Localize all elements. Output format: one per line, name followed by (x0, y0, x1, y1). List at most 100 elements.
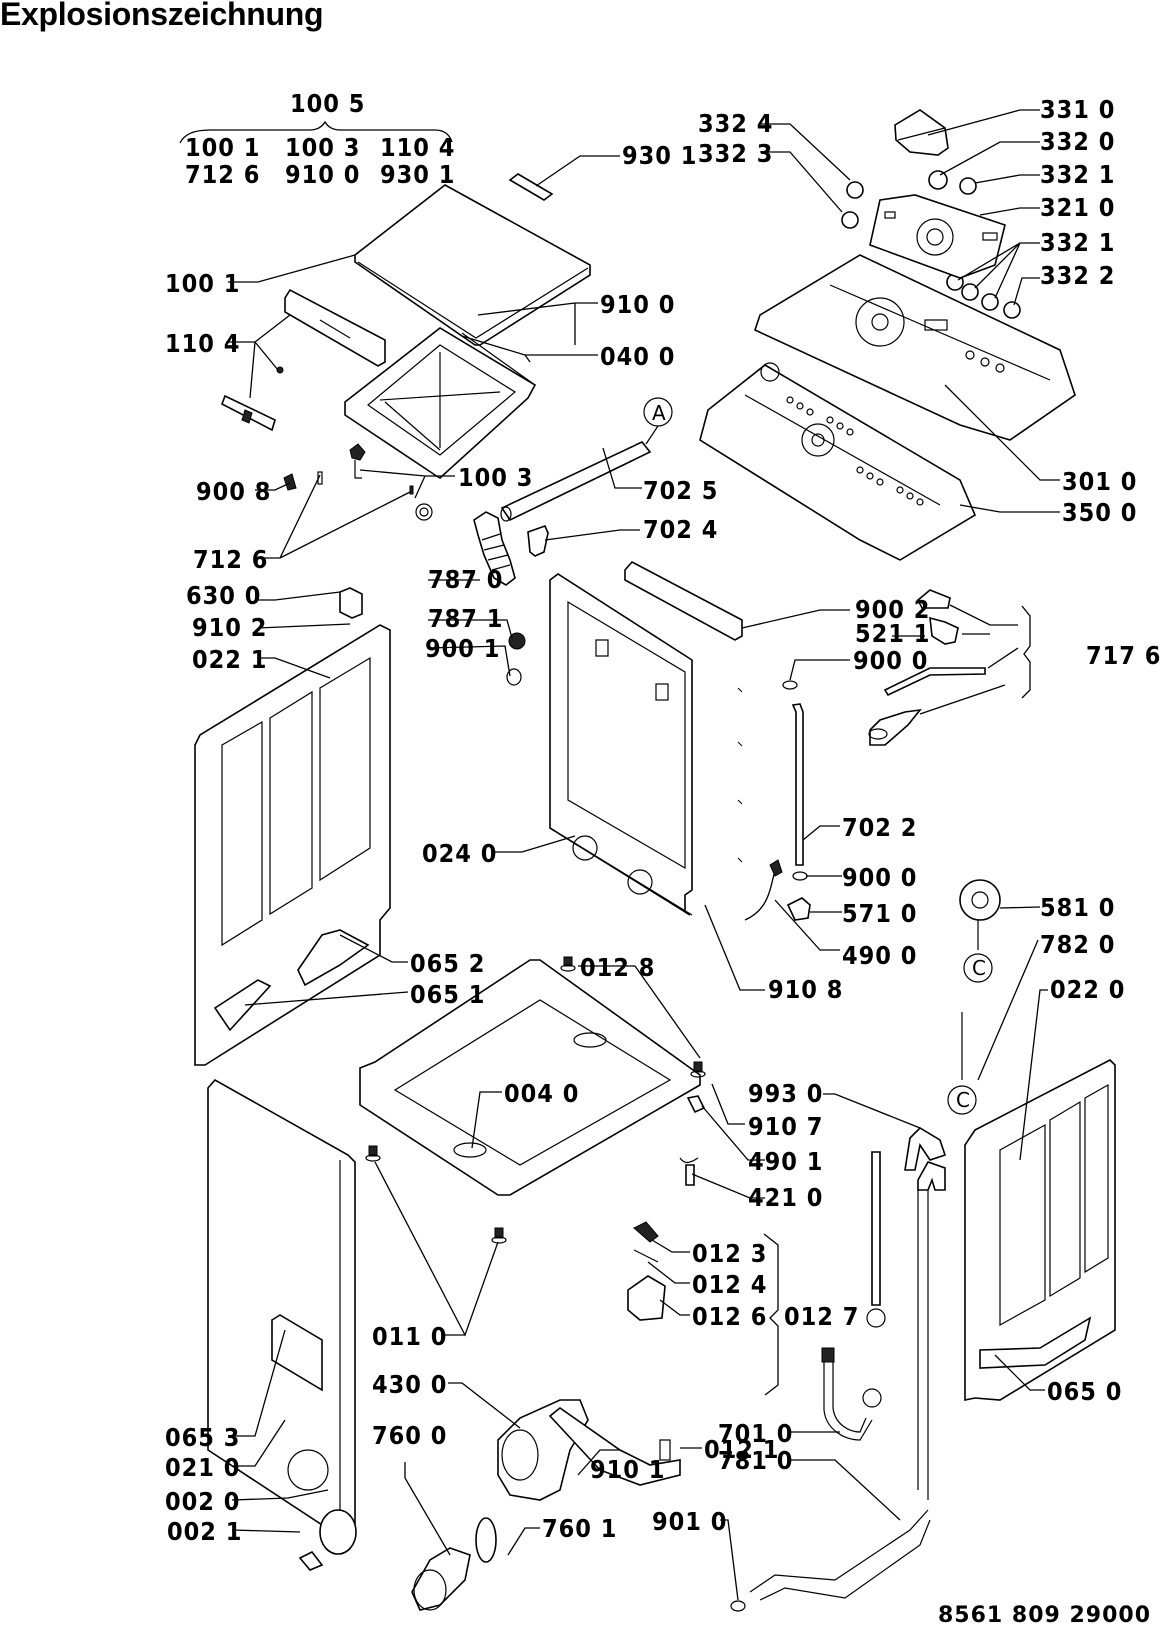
part-label: 065 3 (165, 1423, 240, 1452)
part-bellow-787-0 (473, 511, 516, 586)
part-label: 490 0 (842, 941, 917, 970)
part-label: 021 0 (165, 1453, 240, 1482)
connector-marker-c-label: C (972, 956, 986, 980)
connector-marker-f (866, 1308, 886, 1328)
part-label: 430 0 (372, 1370, 447, 1399)
part-label: 702 4 (643, 515, 718, 544)
part-label: 910 8 (768, 975, 843, 1004)
part-label: 760 0 (372, 1421, 447, 1450)
part-label: 900 2 (855, 595, 930, 624)
part-label: 022 1 (192, 645, 267, 674)
group-member: 910 0 (285, 160, 360, 189)
part-label: 065 2 (410, 949, 485, 978)
part-label: 701 0 (718, 1419, 793, 1448)
part-label: 910 7 (748, 1112, 823, 1141)
connector-marker-f2 (862, 1388, 882, 1408)
part-label: 993 0 (748, 1079, 823, 1108)
part-label: 022 0 (1050, 975, 1125, 1004)
connector-marker-c2 (947, 1085, 977, 1115)
part-cover-002-0 (298, 1509, 357, 1571)
part-hose-702-2 (737, 680, 808, 881)
group-member: 100 1 (185, 133, 260, 162)
connector-marker-a-label: A (652, 401, 666, 425)
part-label: 100 1 (165, 269, 240, 298)
part-panel-insert-321-0 (869, 194, 1006, 279)
part-label: 012 4 (692, 1270, 767, 1299)
part-label: 332 2 (1040, 261, 1115, 290)
leader-lines (226, 109, 1060, 1601)
part-label: 350 0 (1062, 498, 1137, 527)
part-hose-holder-993-0 (866, 1126, 947, 1500)
part-label: 910 0 (600, 290, 675, 319)
part-label: 012 1 (704, 1435, 779, 1464)
part-trim-110-4 (221, 288, 386, 432)
part-filter-787-1 (506, 632, 526, 686)
part-labels: 930 1 332 4 332 3 331 0 332 0 332 1 321 … (165, 95, 1161, 1546)
part-label: 421 0 (748, 1183, 823, 1212)
part-frame-top (344, 327, 537, 479)
connector-marker-c2-label: C (956, 1088, 970, 1112)
part-label: 900 0 (853, 646, 928, 675)
part-crossbar-900-2 (624, 560, 743, 641)
part-label: 110 4 (165, 329, 240, 358)
part-console-301-0 (754, 254, 1076, 441)
part-label: 910 2 (192, 613, 267, 642)
part-hose-781-0 (730, 1509, 931, 1612)
part-small-knobs (841, 170, 1021, 319)
part-label: 630 0 (186, 581, 261, 610)
part-label: 002 1 (167, 1517, 242, 1546)
part-pump-430-0 (497, 1399, 589, 1501)
part-strip-930-1 (508, 173, 554, 201)
part-label: 024 0 (422, 839, 497, 868)
group-brace (179, 120, 453, 144)
part-label: 301 0 (1062, 467, 1137, 496)
part-lever-012-1 (548, 1407, 681, 1486)
part-label: 012 6 (692, 1302, 767, 1331)
part-label: 787 0 (428, 565, 503, 594)
part-label: 004 0 (504, 1079, 579, 1108)
part-label: 910 1 (590, 1455, 665, 1484)
assembly-group-label: 100 5 (290, 89, 365, 118)
part-side-panel-022-0 (964, 1059, 1116, 1401)
part-label: 521 1 (855, 619, 930, 648)
part-hose-702-5: A (500, 397, 673, 522)
part-rear-frame-024-0 (549, 573, 693, 916)
part-label: 901 0 (652, 1507, 727, 1536)
part-label: 040 0 (600, 342, 675, 371)
part-label: 787 1 (428, 604, 503, 633)
part-label: 011 0 (372, 1322, 447, 1351)
part-label: 012 8 (580, 953, 655, 982)
part-label: 012 7 (784, 1302, 859, 1331)
part-label: 702 5 (643, 476, 718, 505)
part-label: 490 1 (748, 1147, 823, 1176)
part-small-electrics (679, 1095, 706, 1186)
part-label: 332 1 (1040, 160, 1115, 189)
part-label: 331 0 (1040, 95, 1115, 124)
part-label: 332 0 (1040, 127, 1115, 156)
part-label: 065 0 (1047, 1377, 1122, 1406)
part-base-004-0 (359, 959, 701, 1196)
part-label: 717 6 (1086, 641, 1161, 670)
part-hose-701-0 (821, 1347, 882, 1441)
part-small-latch (283, 443, 433, 521)
part-label: 760 1 (542, 1514, 617, 1543)
part-label: 100 3 (458, 463, 533, 492)
group-member: 100 3 (285, 133, 360, 162)
part-label: 002 0 (165, 1487, 240, 1516)
part-label: 581 0 (1040, 893, 1115, 922)
connector-marker-c (963, 953, 993, 983)
part-tube-702-4 (527, 524, 549, 557)
part-label: 900 8 (196, 477, 271, 506)
part-pump-581-0: C C (947, 879, 1001, 1115)
assembly-group: 100 5 100 1 100 3 110 4 712 6 910 0 930 … (179, 89, 454, 189)
part-cable-490-0 (744, 859, 811, 921)
document-number: 8561 809 29000 (938, 1603, 1151, 1628)
part-knob-331-0 (894, 109, 949, 156)
part-filter-760-0 (411, 1517, 497, 1611)
part-label: 702 2 (842, 813, 917, 842)
page-title: Explosionszeichnung (0, 0, 324, 32)
part-label: 332 4 (698, 109, 773, 138)
part-label: 012 3 (692, 1239, 767, 1268)
part-label: 332 3 (698, 139, 773, 168)
